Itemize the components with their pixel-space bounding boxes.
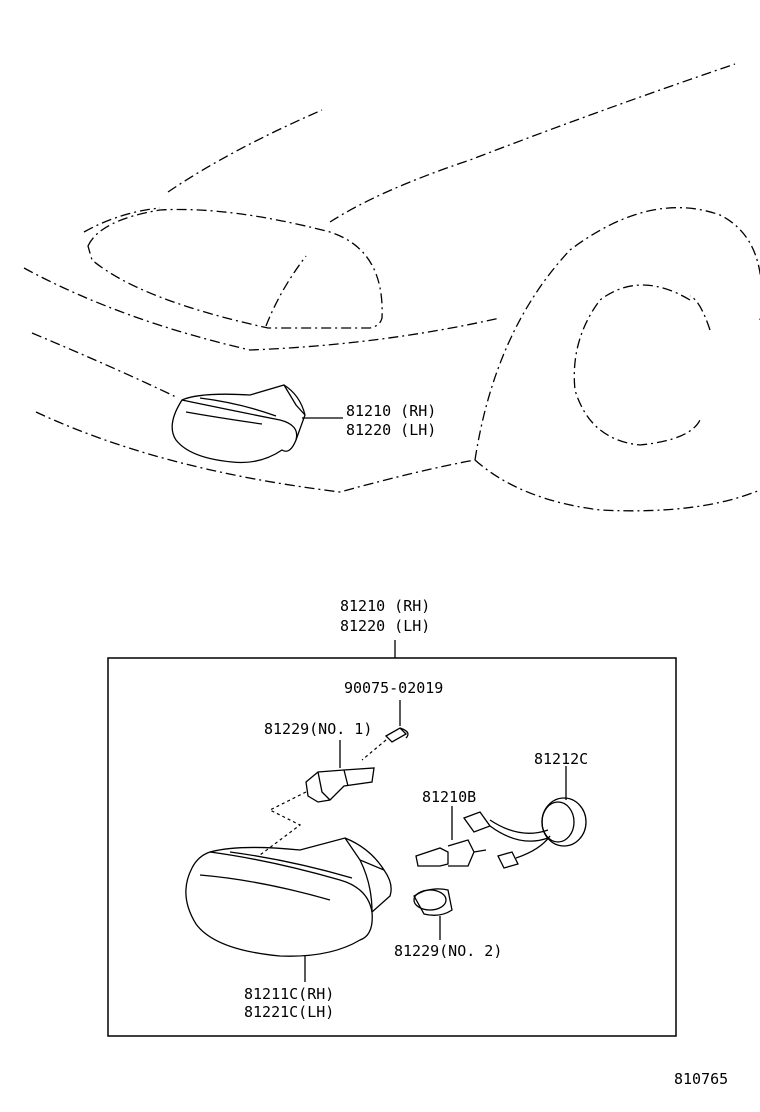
assembly-frame: [107, 657, 677, 1037]
socket-wire-part: [462, 766, 587, 869]
lens-rh-label: 81211C(RH): [244, 985, 335, 1003]
car-outline: [23, 63, 760, 512]
assembly-part-rh-label: 81210 (RH): [340, 597, 431, 615]
car-part-rh-label: 81210 (RH): [346, 402, 437, 420]
figure-number: 810765: [674, 1070, 729, 1088]
fog-lamp-on-car: [171, 384, 306, 464]
socket-no2-label: 81229(NO. 2): [394, 942, 503, 960]
bulb-label: 81210B: [422, 788, 477, 806]
socket-no2-part: [413, 888, 453, 940]
car-part-lh-label: 81220 (LH): [346, 421, 437, 439]
bracket-part: [259, 740, 375, 856]
lens-lh-label: 81221C(LH): [244, 1003, 335, 1021]
lens-assembly: [185, 837, 392, 982]
screw-label: 90075-02019: [344, 679, 444, 697]
assembly-part-lh-label: 81220 (LH): [340, 617, 431, 635]
bulb-part: [415, 806, 487, 867]
bracket-label: 81229(NO. 1): [264, 720, 373, 738]
socket-wire-label: 81212C: [534, 750, 589, 768]
screw-part: [361, 700, 409, 761]
